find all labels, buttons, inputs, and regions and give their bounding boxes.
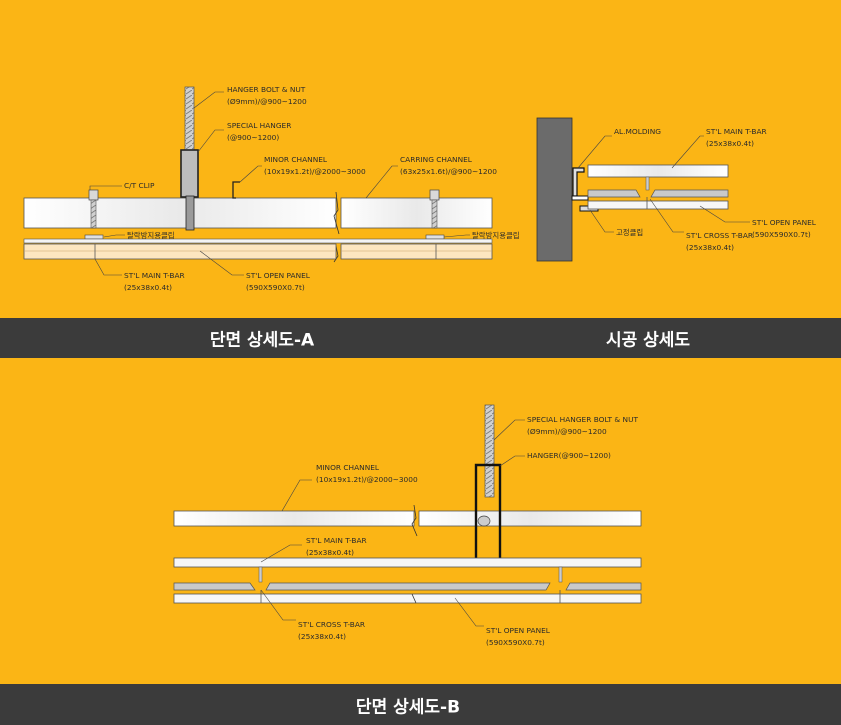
- label-anti-drop-clip-left: 탈락방지용클립: [127, 231, 175, 240]
- section-b-drawing: [173, 404, 642, 604]
- label-carring-channel-spec-a: (63x25x1.6t)/@900~1200: [400, 167, 497, 176]
- caption-bar-bottom: 단면 상세도-B: [0, 684, 841, 725]
- wall: [536, 117, 573, 262]
- open-panel-c: [587, 200, 729, 210]
- label-open-panel-spec-b: (590X590X0.7t): [486, 638, 545, 647]
- label-main-tbar-a: ST'L MAIN T-BAR: [124, 271, 185, 280]
- ct-clip-right: [429, 189, 440, 229]
- section-a-leaders: [89, 91, 470, 276]
- label-special-hanger-bolt-spec-b: (Ø9mm)/@900~1200: [527, 427, 607, 436]
- label-hanger-b: HANGER(@900~1200): [527, 451, 611, 460]
- cross-tbar-c: [587, 189, 729, 198]
- label-main-tbar-b: ST'L MAIN T-BAR: [306, 536, 367, 545]
- label-open-panel-spec-a: (590X590X0.7t): [246, 283, 305, 292]
- label-main-tbar-c: ST'L MAIN T-BAR: [706, 127, 767, 136]
- label-minor-channel-spec-a: (10x19x1.2t)/@2000~3000: [264, 167, 366, 176]
- open-panel-a-left: [23, 243, 337, 260]
- label-special-hanger-bolt-b: SPECIAL HANGER BOLT & NUT: [527, 415, 638, 424]
- label-cross-tbar-spec-c: (25x38x0.4t): [686, 243, 734, 252]
- label-open-panel-b: ST'L OPEN PANEL: [486, 626, 551, 635]
- special-hanger-bolt-b: [484, 404, 495, 498]
- label-fixing-clip: 고정클립: [616, 228, 643, 237]
- caption-bar-top: 단면 상세도-A 시공 상세도: [0, 318, 841, 358]
- label-minor-channel-spec-b: (10x19x1.2t)/@2000~3000: [316, 475, 418, 484]
- label-open-panel-spec-c: (590X590X0.7t): [752, 230, 811, 239]
- label-cross-tbar-spec-b: (25x38x0.4t): [298, 632, 346, 641]
- label-carring-channel-a: CARRING CHANNEL: [400, 155, 473, 164]
- special-hanger: [180, 149, 199, 198]
- section-c-drawing: [536, 117, 729, 262]
- label-al-molding: AL.MOLDING: [614, 127, 661, 136]
- diagram-top: HANGER BOLT & NUT (Ø9mm)/@900~1200 SPECI…: [23, 85, 817, 292]
- label-open-panel-c: ST'L OPEN PANEL: [752, 218, 817, 227]
- label-cross-tbar-b: ST'L CROSS T-BAR: [298, 620, 365, 629]
- label-minor-channel-b: MINOR CHANNEL: [316, 463, 380, 472]
- open-panel-b: [173, 593, 642, 604]
- label-minor-channel-a: MINOR CHANNEL: [264, 155, 328, 164]
- label-main-tbar-spec-a: (25x38x0.4t): [124, 283, 172, 292]
- section-c-leaders: [577, 135, 750, 233]
- diagram-bottom: SPECIAL HANGER BOLT & NUT (Ø9mm)/@900~12…: [173, 404, 642, 647]
- label-special-hanger-spec-a: (@900~1200): [227, 133, 279, 142]
- caption-construction-detail: 시공 상세도: [605, 330, 691, 351]
- label-main-tbar-spec-b: (25x38x0.4t): [306, 548, 354, 557]
- tbar-row-a: [23, 238, 493, 244]
- carrying-channel-left: [23, 197, 337, 229]
- label-anti-drop-clip-right: 탈락방지용클립: [472, 231, 520, 240]
- label-hanger-bolt-a: HANGER BOLT & NUT: [227, 85, 306, 94]
- minor-channel: [232, 181, 240, 199]
- label-cross-tbar-c: ST'L CROSS T-BAR: [686, 231, 753, 240]
- label-main-tbar-spec-c: (25x38x0.4t): [706, 139, 754, 148]
- label-ct-clip-a: C/T CLIP: [124, 181, 155, 190]
- main-tbar-b: [173, 557, 642, 568]
- label-open-panel-a: ST'L OPEN PANEL: [246, 271, 311, 280]
- main-tbar-c: [587, 164, 729, 178]
- minor-channel-b-right: [418, 510, 642, 527]
- caption-section-a: 단면 상세도-A: [209, 330, 315, 351]
- section-a-drawing: [23, 86, 493, 263]
- caption-section-b: 단면 상세도-B: [355, 697, 461, 717]
- label-special-hanger-a: SPECIAL HANGER: [227, 121, 291, 130]
- al-molding: [572, 167, 585, 197]
- label-hanger-bolt-spec-a: (Ø9mm)/@900~1200: [227, 97, 307, 106]
- ct-clip-left: [88, 189, 99, 229]
- open-panel-a-right: [340, 243, 493, 260]
- section-b-leaders: [260, 419, 525, 627]
- carrying-channel-right: [340, 197, 493, 229]
- cross-tbar-b: [173, 582, 642, 591]
- minor-channel-b-left: [173, 510, 415, 527]
